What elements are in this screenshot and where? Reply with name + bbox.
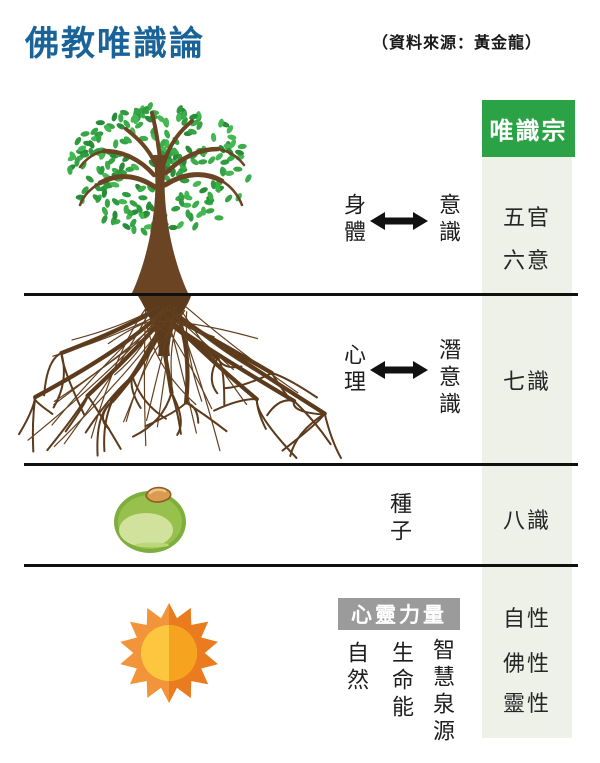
- column-label-self-nature: 自性: [502, 606, 551, 631]
- level1-left-label: 身體: [341, 193, 366, 247]
- column-label-spirit-nature: 靈性: [502, 691, 551, 716]
- level4-source-wisdom-spring: 智慧泉源: [430, 638, 455, 746]
- double-arrow-icon: [370, 212, 428, 230]
- column-label-eighth-consciousness: 八識: [502, 508, 551, 533]
- level2-left-label: 心理: [341, 343, 366, 397]
- divider-line-1: [24, 293, 578, 296]
- level4-source-nature: 自然: [344, 641, 369, 695]
- column-label-seventh-consciousness: 七識: [502, 369, 551, 394]
- level1-right-label: 意識: [436, 193, 461, 247]
- sun-icon: [120, 603, 218, 703]
- tree-canopy-icon: [67, 102, 252, 293]
- column-label-buddha-nature: 佛性: [502, 651, 551, 676]
- column-label-sixth-mind: 六意: [502, 248, 551, 273]
- double-arrow-icon: [370, 361, 428, 379]
- page-title: 佛教唯識論: [25, 25, 205, 63]
- spiritual-power-badge: 心靈力量: [338, 598, 460, 630]
- level4-source-life-energy: 生命能: [389, 641, 414, 722]
- school-column-background: [482, 155, 572, 738]
- divider-line-2: [24, 463, 578, 466]
- divider-line-3: [24, 564, 578, 567]
- column-label-five-senses: 五官: [502, 205, 551, 230]
- level3-seed-label: 種子: [387, 492, 412, 546]
- school-column-header: 唯識宗: [482, 100, 575, 157]
- level2-right-label: 潛意識: [436, 338, 461, 419]
- seed-icon: [114, 486, 186, 553]
- tree-roots-icon: [18, 296, 342, 459]
- source-note: （資料來源：黃金龍）: [372, 35, 543, 52]
